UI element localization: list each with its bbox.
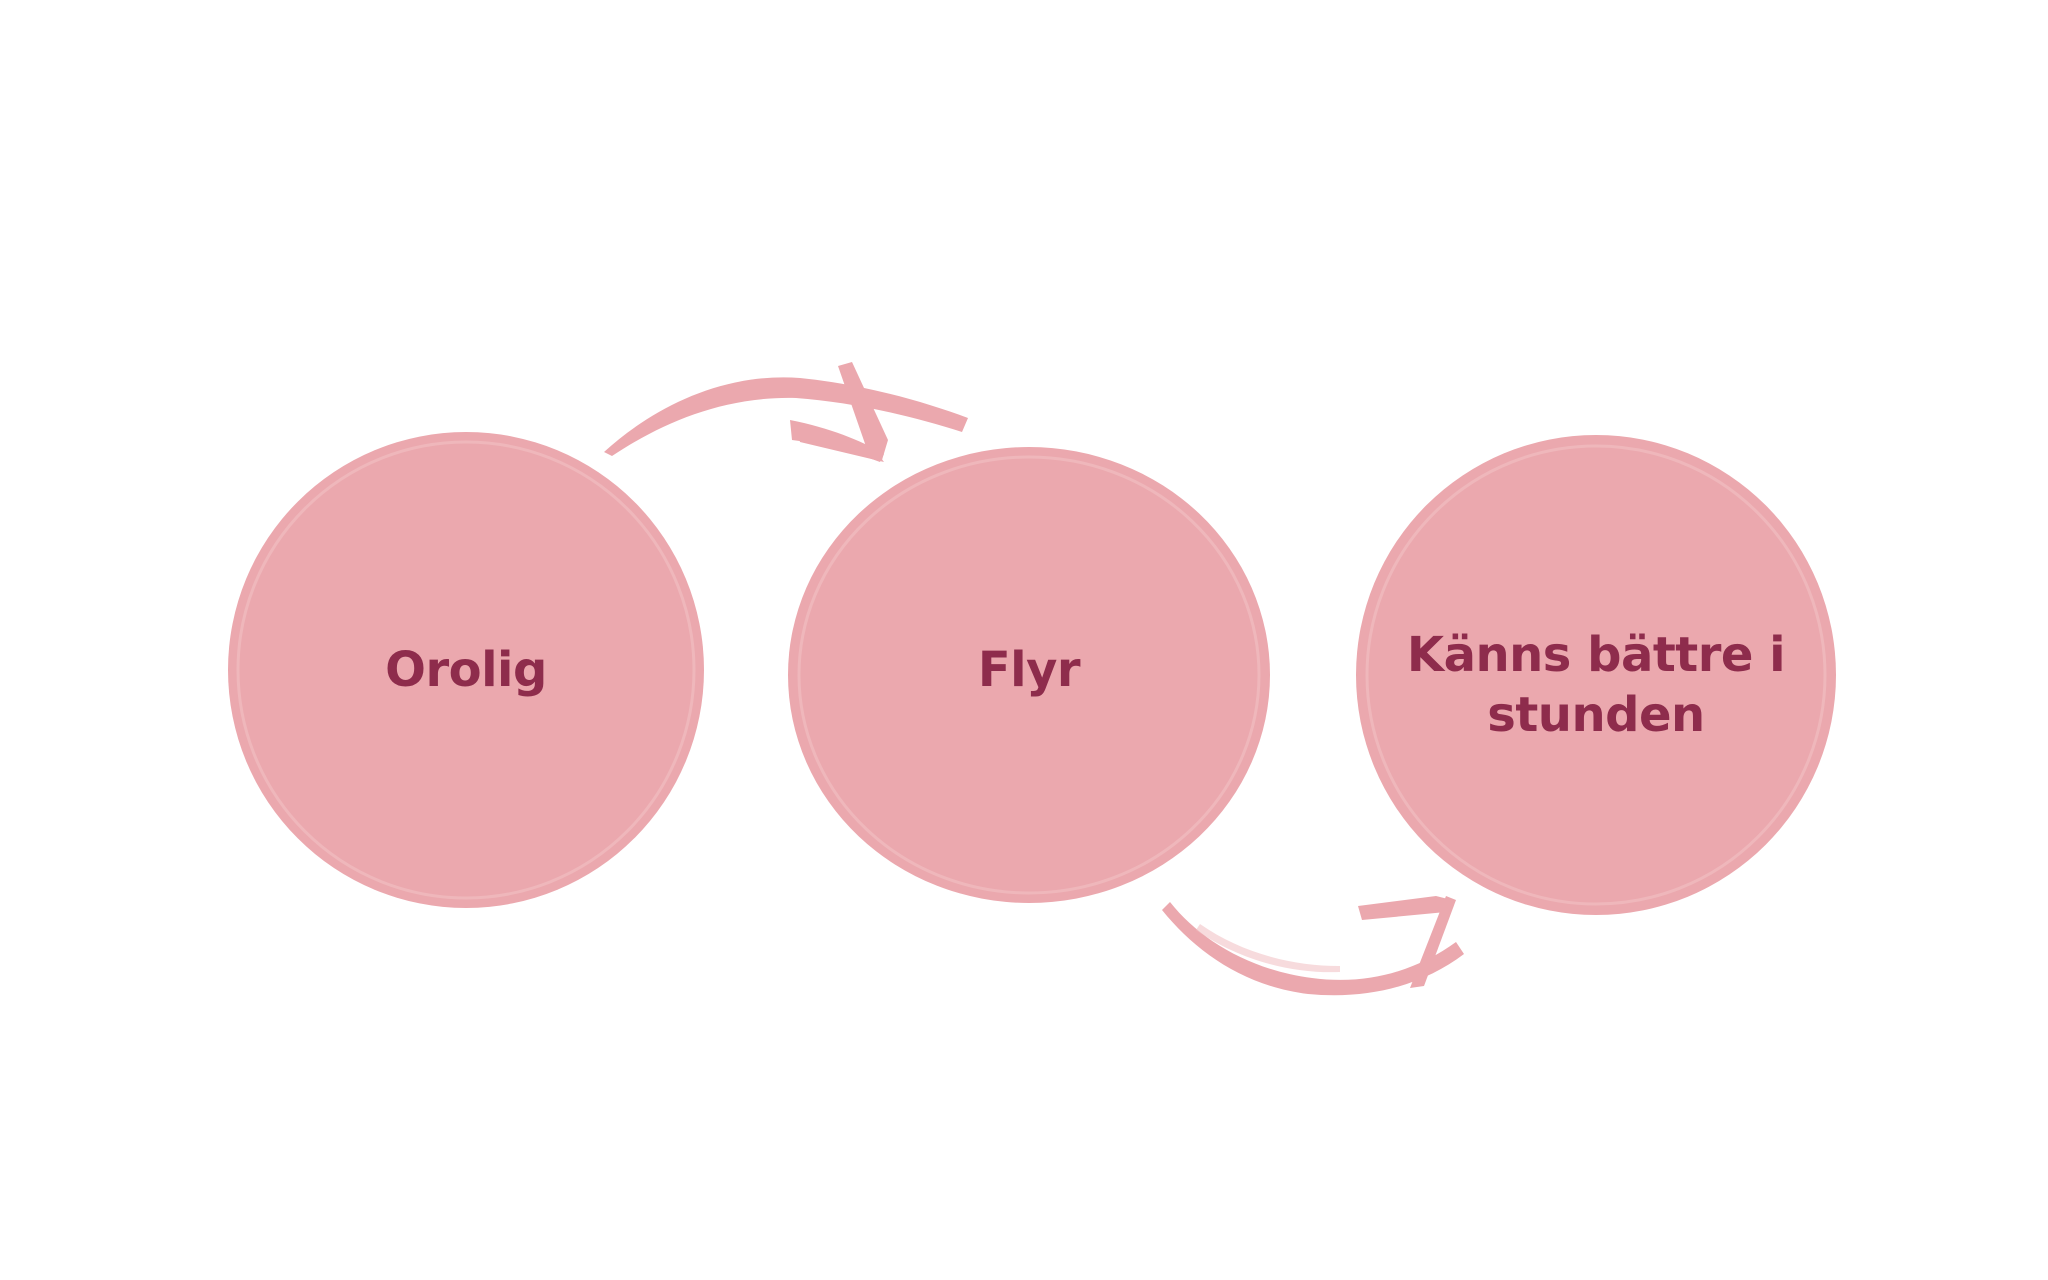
node-circle-flyr (788, 447, 1270, 903)
node-label-orolig: Orolig (266, 620, 666, 720)
node-text-orolig: Orolig (385, 642, 547, 698)
node-label-kanns-battre: Känns bättre i stunden (1396, 610, 1796, 760)
node-circle-kanns-battre (1356, 435, 1836, 915)
node-circle-orolig (228, 432, 704, 908)
arrow-orolig-to-flyr (604, 362, 968, 462)
node-text-flyr: Flyr (977, 642, 1081, 698)
arrow-flyr-to-kanns-battre (1162, 896, 1464, 996)
node-label-flyr: Flyr (829, 620, 1229, 720)
node-text-kanns-battre: Känns bättre i stunden (1406, 627, 1786, 743)
